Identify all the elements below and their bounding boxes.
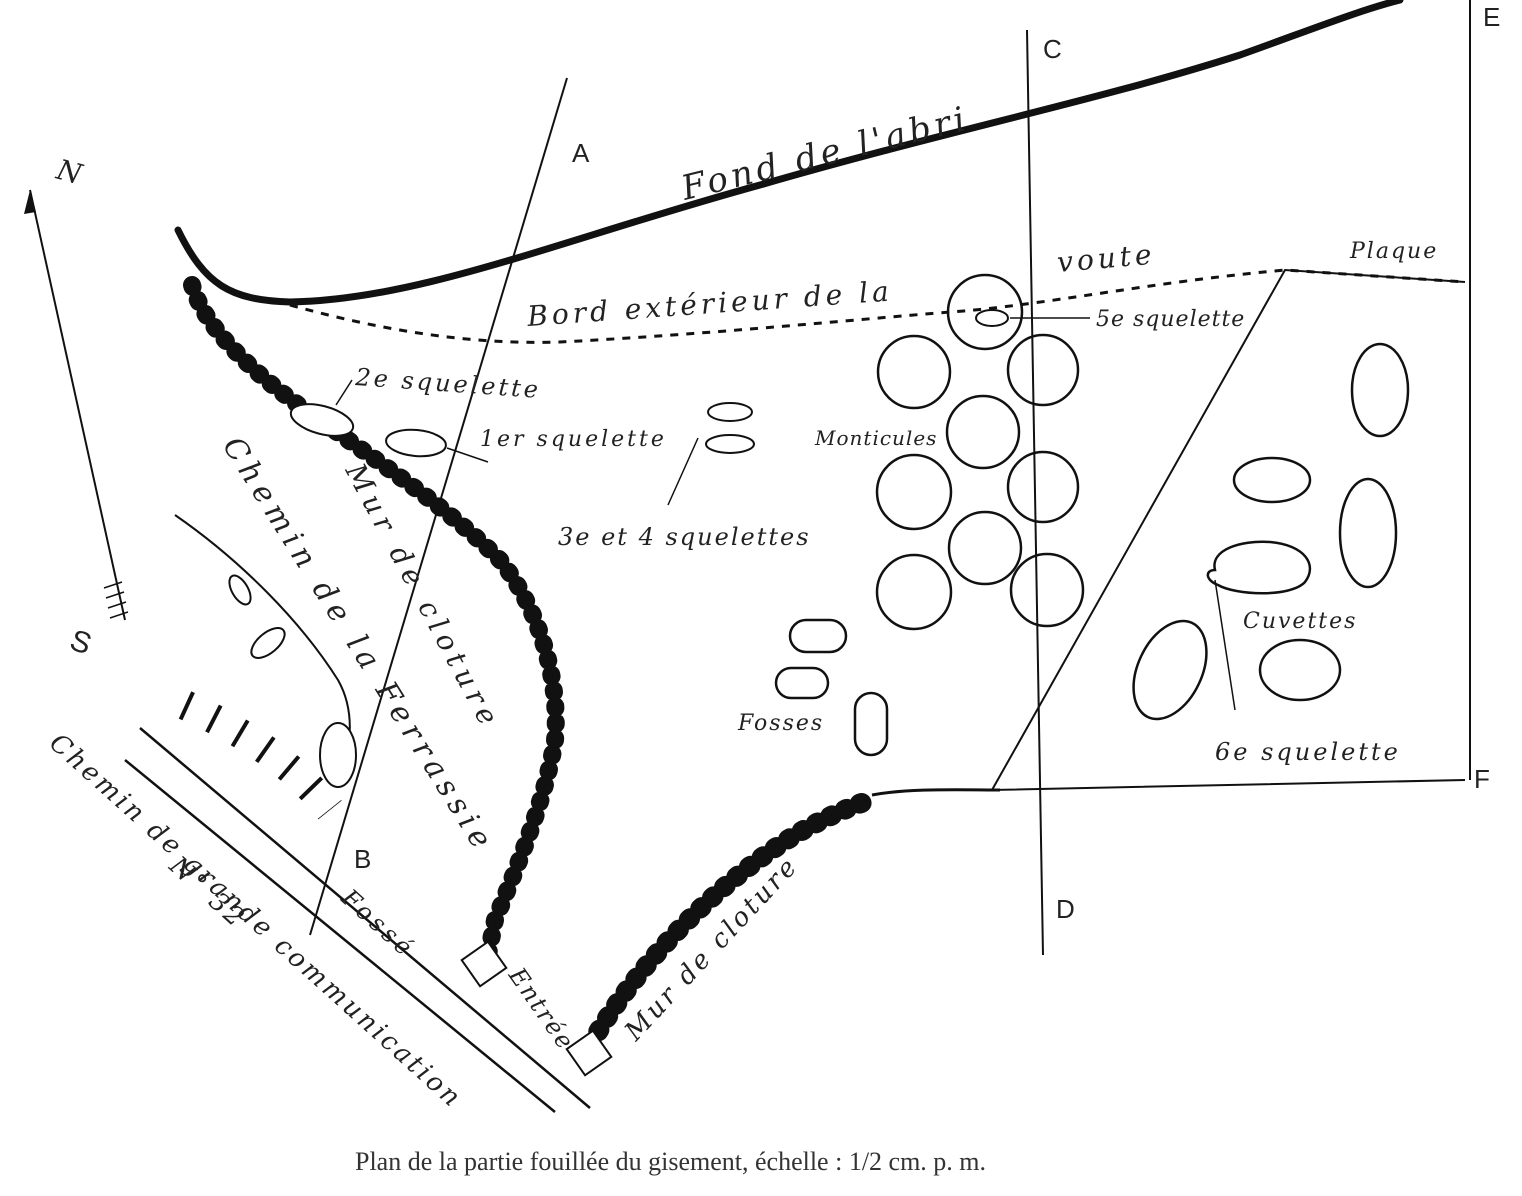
small-oval-left-1 xyxy=(228,574,252,606)
monticules-group xyxy=(875,273,1085,631)
monticule xyxy=(876,334,952,410)
section-letter-f: F xyxy=(1474,764,1490,794)
label-fosses: Fosses xyxy=(737,711,824,736)
cuvette xyxy=(1132,619,1208,721)
bottom-boundary-line xyxy=(871,788,1001,797)
fosse-pit xyxy=(774,666,830,700)
small-oval-left-2 xyxy=(250,627,286,659)
roadside-stones xyxy=(178,691,342,820)
pointer-squelette-6 xyxy=(1214,579,1236,711)
section-letter-c: C xyxy=(1043,34,1062,64)
label-monticules: Monticules xyxy=(814,426,937,450)
monticule xyxy=(875,453,953,531)
cuvette xyxy=(1258,638,1342,702)
pointer-squelettes-3-4 xyxy=(667,437,699,506)
monticule xyxy=(947,510,1023,586)
label-chemin-grande-line1: Chemin de grande communication xyxy=(43,728,468,1115)
label-voute: voute xyxy=(1056,238,1157,279)
fond-abri-line xyxy=(174,0,1404,306)
fosses-group xyxy=(774,618,889,757)
label-plaque: Plaque xyxy=(1349,239,1438,264)
monticule xyxy=(1006,333,1080,407)
section-letter-a: A xyxy=(572,138,590,168)
bord-voute-dotted-line xyxy=(289,268,1466,344)
squelette-3-oval xyxy=(707,402,753,422)
cuvette xyxy=(1350,342,1410,438)
compass-south-label: S xyxy=(66,624,96,662)
section-letter-e: E xyxy=(1483,2,1500,32)
cuvette xyxy=(1206,540,1312,595)
section-letter-b: B xyxy=(354,844,371,874)
label-squelette-1: 1er squelette xyxy=(480,427,667,452)
squelette-1-oval xyxy=(385,428,447,458)
monticule xyxy=(1009,552,1085,628)
left-wall-outline xyxy=(191,284,557,956)
label-fosse: Fossé xyxy=(335,883,420,964)
pointer-squelette-1 xyxy=(446,447,489,463)
fosse-pit xyxy=(853,691,889,757)
north-arrow-icon xyxy=(24,190,36,214)
road-line-lower xyxy=(124,759,556,1113)
cuvette xyxy=(1338,477,1398,589)
south-feather-icon xyxy=(103,581,129,619)
section-line-cd xyxy=(1026,29,1044,956)
squelette-2-oval xyxy=(289,403,355,437)
label-bord-exterieur: Bord extérieur de la xyxy=(525,275,894,334)
monticule xyxy=(875,553,953,631)
monticule xyxy=(1006,450,1080,524)
label-mur-cloture-bottom: Mur de cloture xyxy=(618,851,804,1048)
entree-post-upper xyxy=(460,940,508,988)
figure-caption: Plan de la partie fouillée du gisement, … xyxy=(355,1147,986,1176)
cuvettes-group xyxy=(1132,342,1410,721)
label-cuvettes: Cuvettes xyxy=(1243,609,1357,634)
bottom-wall-outline xyxy=(589,799,871,1046)
compass-needle xyxy=(29,189,126,621)
label-squelette-5: 5e squelette xyxy=(1096,307,1245,332)
monticule xyxy=(945,394,1021,470)
label-squelettes-3-4: 3e et 4 squelettes xyxy=(558,523,811,551)
label-squelette-6: 6e squelette xyxy=(1215,738,1401,766)
label-entree: Entrée xyxy=(503,962,581,1056)
label-fond-abri: Fond de l'abri xyxy=(677,99,974,209)
squelette-4-oval xyxy=(705,434,755,454)
label-squelette-2: 2e squelette xyxy=(354,363,542,404)
road-line-upper xyxy=(139,727,591,1109)
section-letter-d: D xyxy=(1056,894,1075,924)
fosse-pit xyxy=(788,618,848,654)
cuvette xyxy=(1232,456,1312,504)
roadside-stone-oval xyxy=(319,722,357,788)
entree-post-lower xyxy=(565,1029,613,1077)
monticule xyxy=(946,273,1024,351)
excavated-zone-outline xyxy=(990,268,1466,792)
compass-north-label: N xyxy=(52,153,87,192)
pointer-squelette-2 xyxy=(335,379,353,406)
squelette-5-oval xyxy=(975,309,1009,327)
